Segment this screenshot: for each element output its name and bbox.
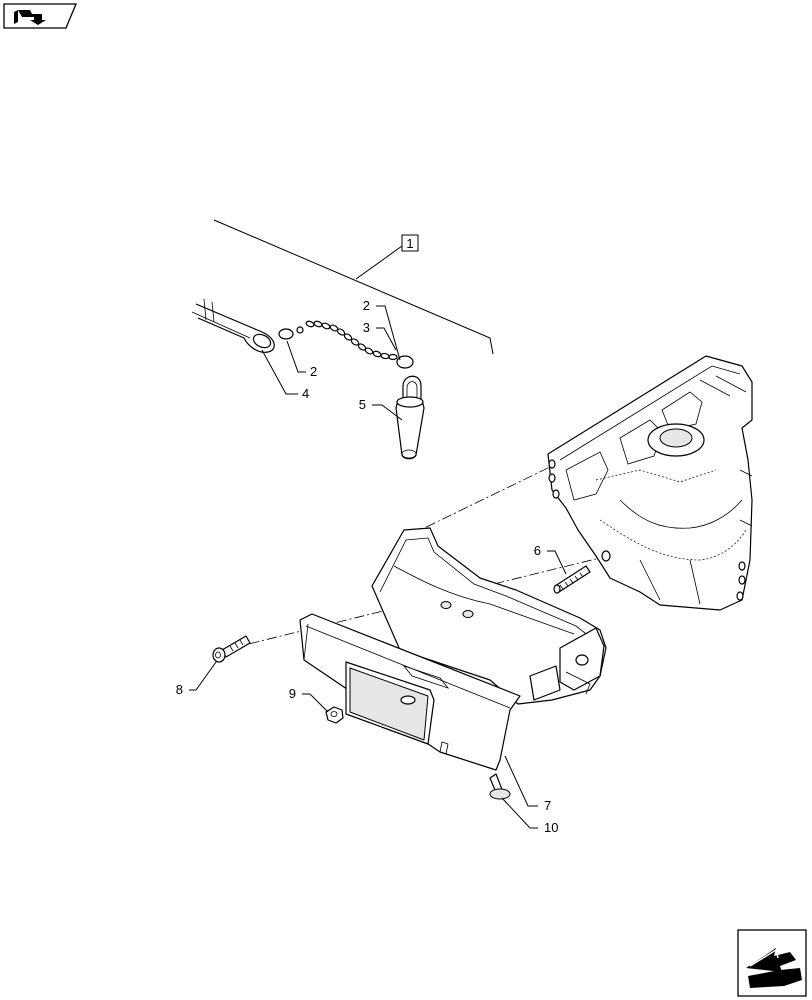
callout-2-left-label: 2 [310,364,317,379]
part-3-chain[interactable] [296,320,398,361]
part-2-ring-right[interactable] [396,355,414,369]
assembly-bracket: 1 [213,219,494,355]
book-arrow-icon[interactable] [3,3,77,29]
callout-9-label: 9 [289,686,296,701]
part-7-front-weight[interactable] [299,527,607,771]
part-6-stud[interactable] [553,565,591,594]
callout-8-label: 8 [176,682,183,697]
callout-3-label: 3 [363,320,370,335]
next-page-arrow-icon[interactable] [737,929,807,997]
callout-1-label: 1 [406,236,413,251]
leader-lines [189,305,567,829]
part-10-plug[interactable] [489,773,511,800]
callout-10-label: 10 [544,820,558,835]
part-8-bolt[interactable] [212,635,251,663]
part-4-linch-clip[interactable] [191,298,275,353]
part-2-ring-left[interactable] [278,328,294,340]
callout-4-label: 4 [302,386,309,401]
callout-2-right-label: 2 [363,298,370,313]
callout-7-label: 7 [544,798,551,813]
callout-6-label: 6 [534,543,541,558]
part-5-hitch-pin[interactable] [395,375,425,460]
callout-5-label: 5 [359,397,366,412]
tractor-front-frame [547,355,753,611]
part-9-nut[interactable] [325,706,344,724]
callouts: 2 3 2 4 5 6 8 9 7 10 [176,298,559,835]
